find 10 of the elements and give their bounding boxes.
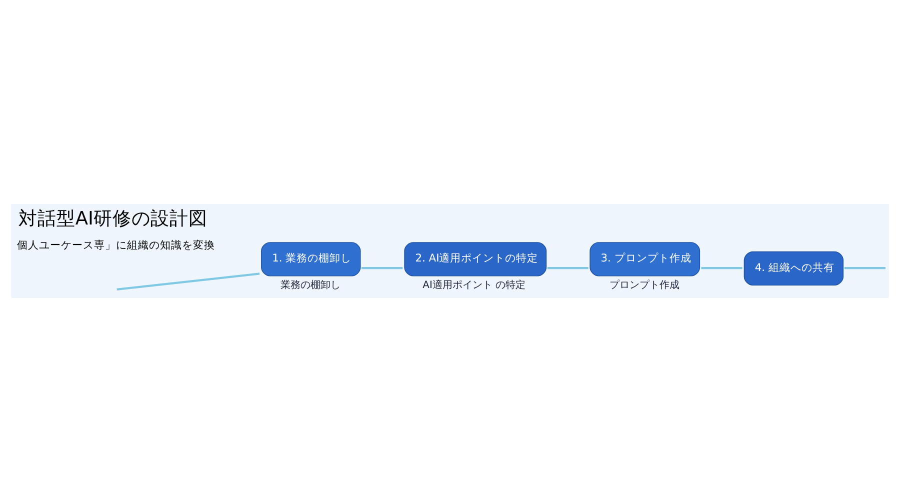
node-label: プロンプト作成 [609, 280, 680, 292]
diagram-title: 対話型AI研修の設計図 [18, 208, 208, 230]
node-label: AI適用ポイント の特定 [422, 280, 526, 292]
connector [547, 267, 588, 270]
connector [701, 267, 742, 270]
connector [362, 267, 403, 270]
connector [844, 267, 886, 270]
label: 個人ユーケース専」に組織の知識を変換 [17, 238, 216, 252]
connector [116, 272, 260, 290]
node-label: 業務の棚卸し [280, 280, 340, 292]
